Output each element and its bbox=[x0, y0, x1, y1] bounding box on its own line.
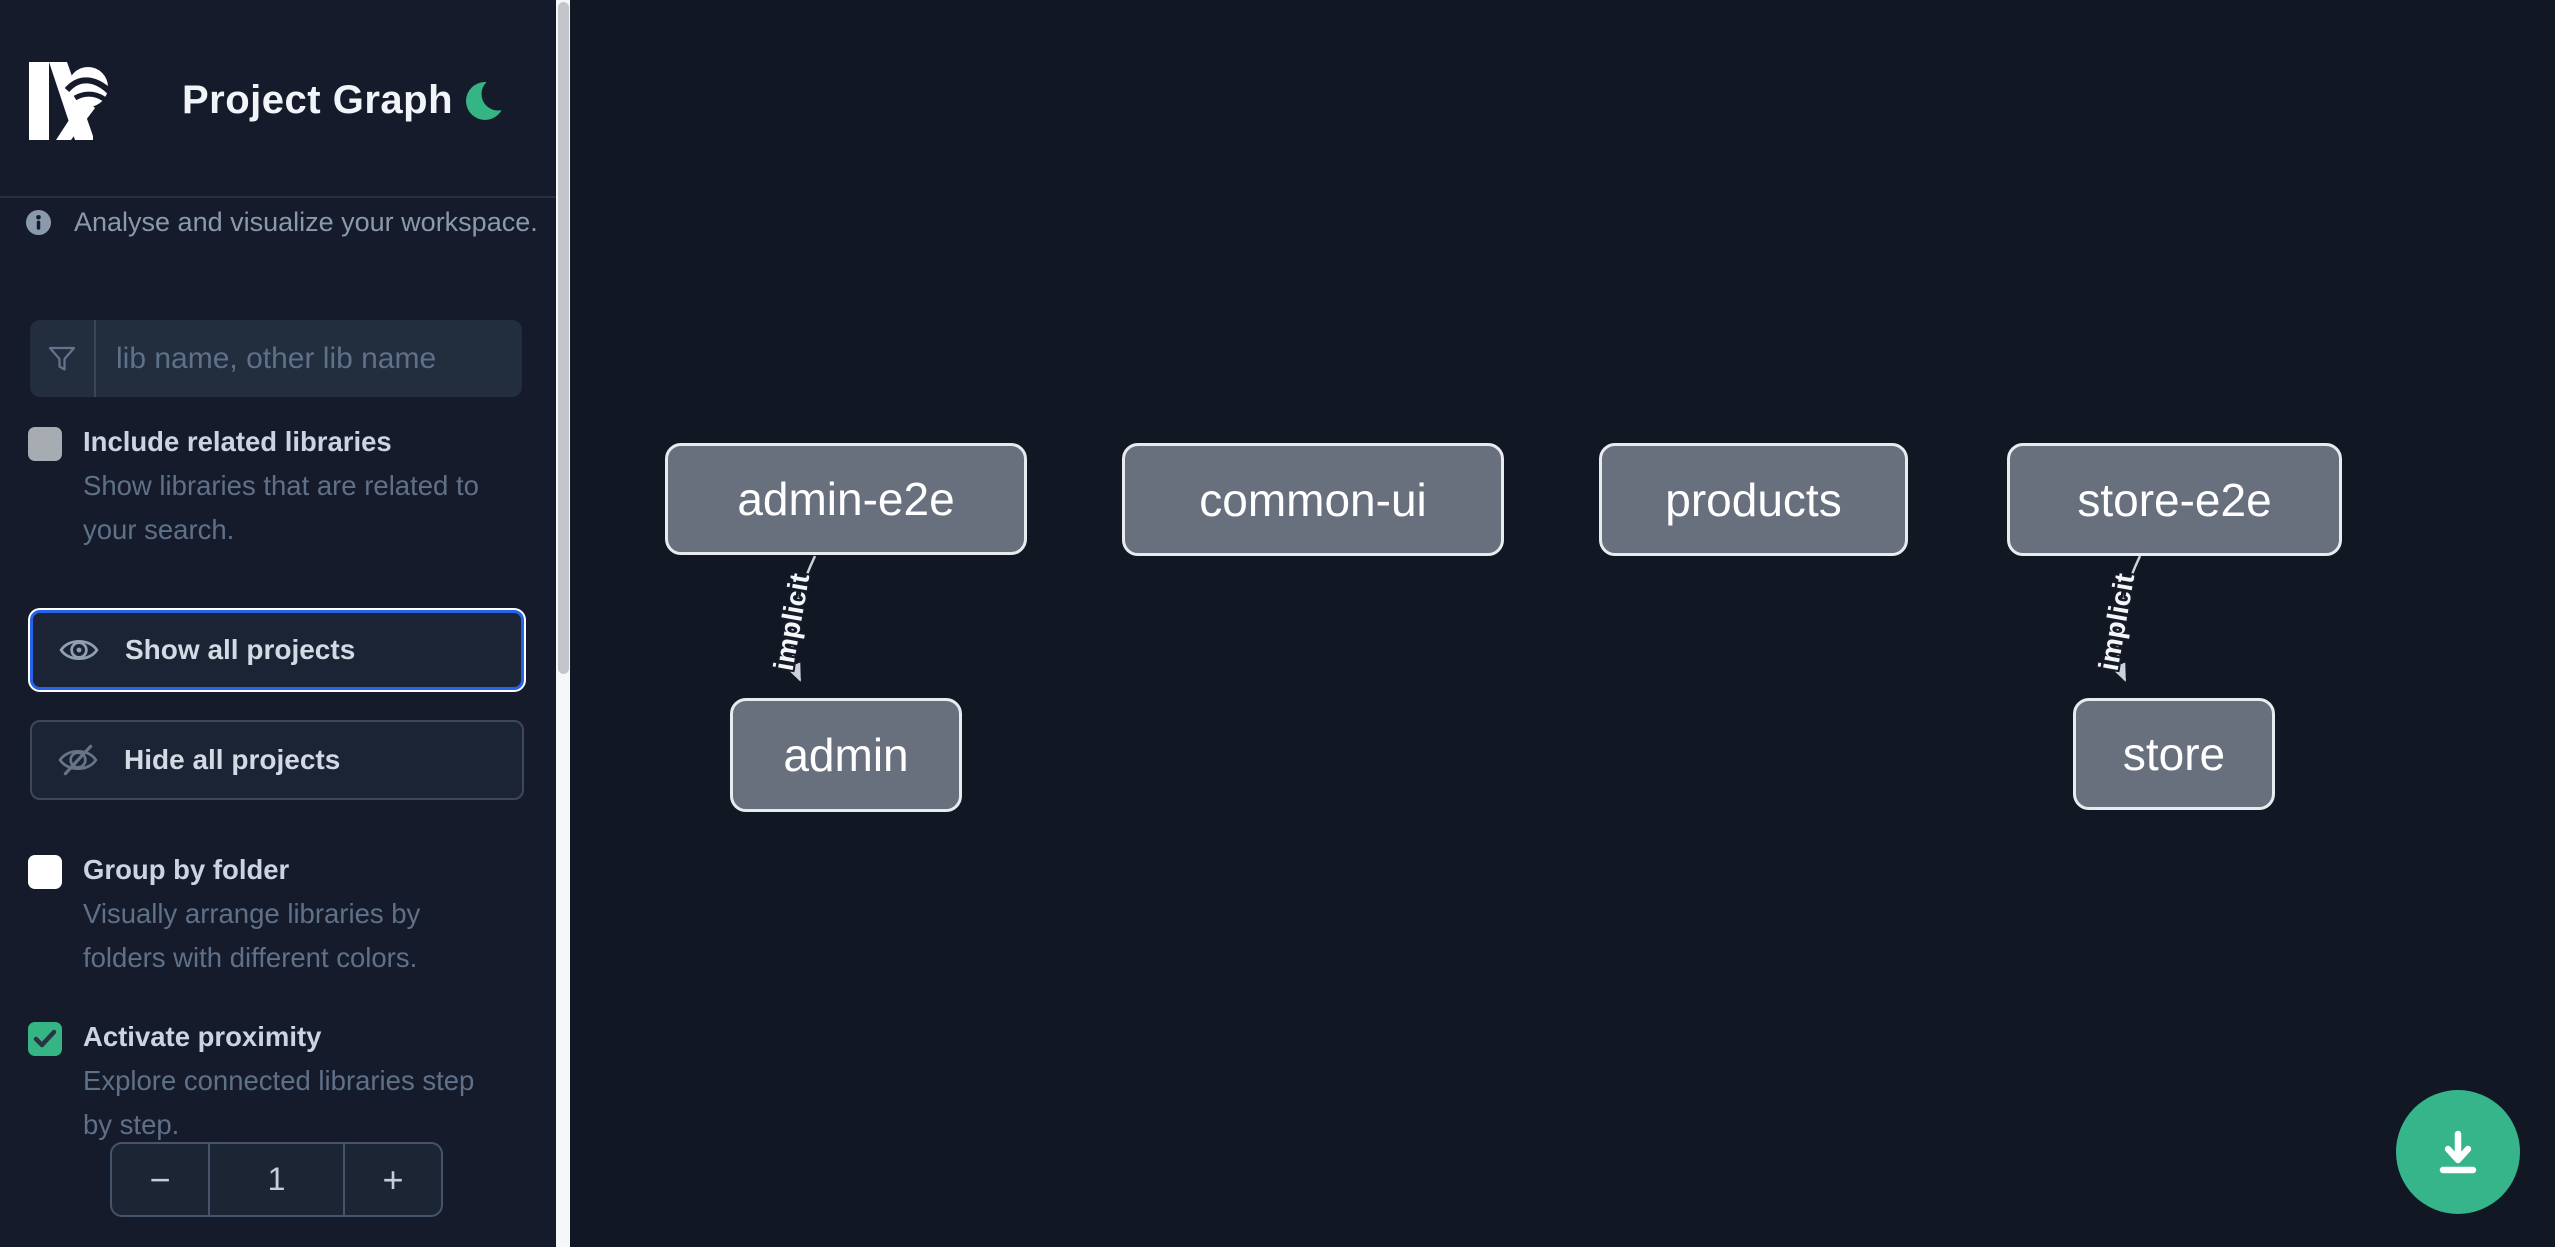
sidebar-scrollbar-thumb[interactable] bbox=[557, 2, 569, 674]
checkmark-icon bbox=[33, 1029, 57, 1048]
decrement-button[interactable]: − bbox=[149, 1158, 171, 1200]
activate-proximity-desc: Explore connected libraries step by step… bbox=[83, 1065, 475, 1140]
show-all-projects-button[interactable]: Show all projects bbox=[30, 610, 524, 690]
filter-icon-cell bbox=[30, 320, 96, 397]
project-node-products[interactable]: products bbox=[1599, 443, 1908, 556]
graph-edges bbox=[786, 555, 2142, 682]
group-by-folder-label: Group by folder bbox=[83, 854, 290, 885]
info-text: Analyse and visualize your workspace. bbox=[74, 207, 538, 237]
option-include-related: Include related libraries Show libraries… bbox=[28, 425, 528, 552]
sidebar: Project Graph Analyse and visualize your… bbox=[0, 0, 556, 1247]
search-input[interactable] bbox=[96, 320, 522, 397]
proximity-depth-stepper: − 1 + bbox=[110, 1142, 443, 1217]
activate-proximity-label: Activate proximity bbox=[83, 1021, 322, 1052]
include-related-label: Include related libraries bbox=[83, 426, 392, 457]
nx-logo bbox=[29, 62, 109, 140]
download-image-button[interactable] bbox=[2396, 1090, 2520, 1214]
option-activate-proximity: Activate proximity Explore connected lib… bbox=[28, 1020, 528, 1147]
project-node-store[interactable]: store bbox=[2073, 698, 2275, 810]
edge-label-implicit: implicit bbox=[2092, 570, 2141, 673]
edge-label-implicit: implicit bbox=[767, 570, 816, 673]
moon-icon[interactable] bbox=[465, 79, 509, 123]
include-related-checkbox[interactable] bbox=[28, 427, 62, 461]
header-divider bbox=[0, 196, 556, 198]
hide-all-projects-button[interactable]: Hide all projects bbox=[30, 720, 524, 800]
workspace-info: Analyse and visualize your workspace. bbox=[25, 207, 538, 238]
download-icon bbox=[2439, 1130, 2477, 1174]
info-icon bbox=[25, 209, 52, 236]
funnel-icon bbox=[48, 346, 76, 371]
search-box bbox=[30, 320, 522, 397]
hide-all-projects-label: Hide all projects bbox=[124, 744, 341, 775]
graph-canvas[interactable]: implicit implicit admin-e2e common-ui pr… bbox=[570, 0, 2555, 1247]
option-group-by-folder: Group by folder Visually arrange librari… bbox=[28, 853, 528, 980]
include-related-desc: Show libraries that are related to your … bbox=[83, 470, 479, 545]
depth-value: 1 bbox=[208, 1144, 345, 1215]
group-by-folder-checkbox[interactable] bbox=[28, 855, 62, 889]
project-node-admin-e2e[interactable]: admin-e2e bbox=[665, 443, 1027, 555]
increment-button[interactable]: + bbox=[382, 1158, 404, 1200]
project-node-store-e2e[interactable]: store-e2e bbox=[2007, 443, 2342, 556]
eye-off-icon bbox=[58, 744, 98, 776]
activate-proximity-checkbox[interactable] bbox=[28, 1022, 62, 1056]
group-by-folder-desc: Visually arrange libraries by folders wi… bbox=[83, 898, 421, 973]
project-node-admin[interactable]: admin bbox=[730, 698, 962, 812]
show-all-projects-label: Show all projects bbox=[125, 634, 356, 665]
sidebar-scrollbar[interactable] bbox=[556, 0, 570, 1247]
eye-icon bbox=[59, 639, 99, 661]
page-title: Project Graph bbox=[182, 78, 454, 122]
project-node-common-ui[interactable]: common-ui bbox=[1122, 443, 1504, 556]
